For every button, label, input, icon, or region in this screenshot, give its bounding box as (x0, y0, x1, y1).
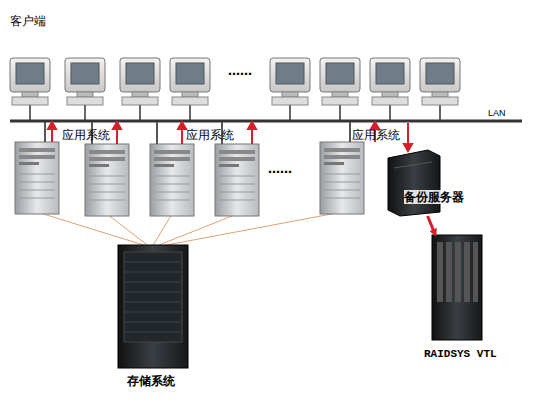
ellipsis-mark: …… (268, 162, 292, 176)
storage-rack: 存储系统 (118, 245, 188, 368)
network-label: LAN (488, 106, 506, 120)
system-label: 应用系统 (352, 128, 400, 142)
vtl-rack: RAIDSYS VTL (432, 235, 482, 340)
group-label: 客户端 (10, 14, 46, 28)
system-label: 应用系统 (62, 128, 110, 142)
backup-arrow (428, 216, 436, 235)
node-label: RAIDSYS VTL (424, 347, 497, 361)
ellipsis-mark: …… (228, 64, 252, 78)
node-label: 存储系统 (127, 374, 175, 388)
backup-server: 备份服务器 (388, 150, 440, 216)
system-label: 应用系统 (186, 128, 234, 142)
node-label: 备份服务器 (404, 190, 464, 204)
